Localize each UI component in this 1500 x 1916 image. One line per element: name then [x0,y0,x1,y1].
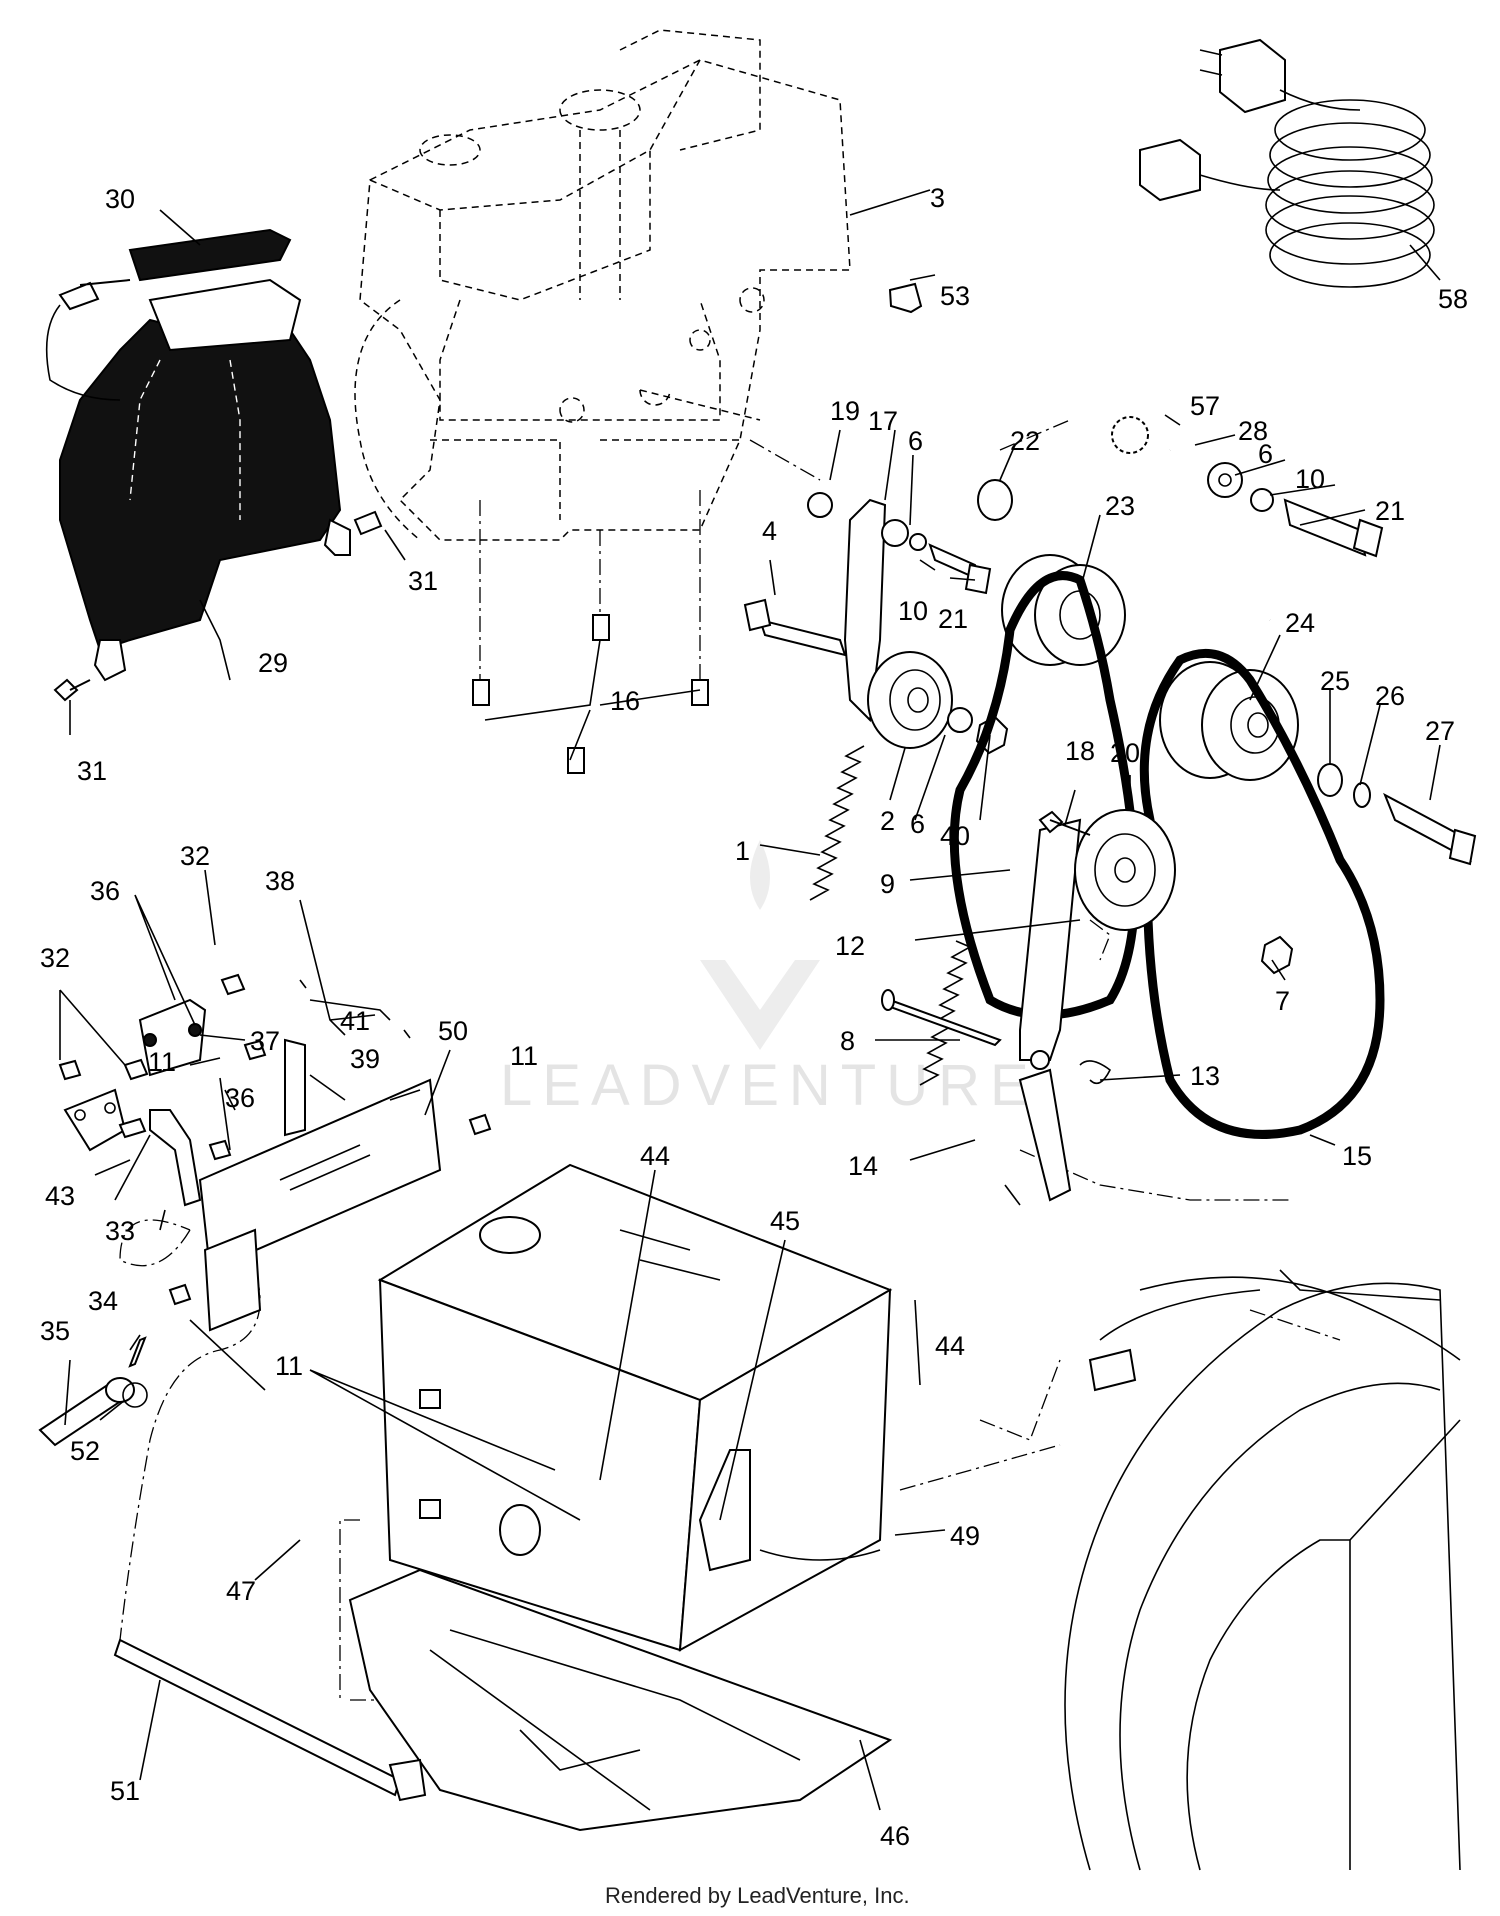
belt-9 [949,571,1140,1020]
bracket-37 [123,973,246,1081]
callout-44a: 44 [640,1141,670,1171]
pulley-23 [1001,554,1126,666]
callout-22: 22 [1010,426,1040,456]
hardware-24 [1317,763,1477,866]
callout-31b: 31 [77,756,107,786]
callout-14: 14 [848,1151,878,1181]
callout-13: 13 [1190,1061,1220,1091]
callout-30: 30 [105,184,135,214]
callout-7: 7 [1275,986,1290,1016]
linkage-35 [38,1336,148,1447]
leader-lines [59,189,1441,1811]
callout-49: 49 [950,1521,980,1551]
callout-41: 41 [340,1006,370,1036]
callout-39: 39 [350,1044,380,1074]
belt-cover [59,278,351,682]
callout-46: 46 [880,1821,910,1851]
bolts-16 [472,614,709,774]
callout-2: 2 [880,806,895,836]
callout-52: 52 [70,1436,100,1466]
frame [377,1163,893,1652]
callout-3: 3 [930,183,945,213]
idler-pulley [867,651,1009,755]
callout-16: 16 [610,686,640,716]
callout-6a: 6 [908,426,923,456]
pulley-24 [1159,661,1299,781]
rod-51 [113,1638,427,1802]
spring-1 [809,745,865,901]
callout-26: 26 [1375,681,1405,711]
callout-11a: 11 [148,1047,176,1077]
callout-1: 1 [735,836,750,866]
engine-outline [354,29,851,541]
callout-57: 57 [1190,391,1220,421]
callout-19: 19 [830,396,860,426]
callout-11b: 11 [510,1041,538,1071]
idler-arm [881,809,1294,1202]
callout-44b: 44 [935,1331,965,1361]
filter-lid [45,228,292,401]
bracket-33 [118,1109,232,1207]
callout-47: 47 [226,1576,256,1606]
callout-51: 51 [110,1776,140,1806]
callout-43: 43 [45,1181,75,1211]
extension-cord [1139,38,1435,288]
callout-23: 23 [1105,491,1135,521]
callout-10b: 10 [1295,464,1325,494]
callout-12: 12 [835,931,865,961]
callout-40: 40 [940,821,970,851]
callout-6b: 6 [910,809,925,839]
callout-24: 24 [1285,608,1315,638]
chute [348,1568,893,1832]
plate-50 [168,1078,492,1332]
callout-8: 8 [840,1026,855,1056]
callout-11c: 11 [275,1351,303,1381]
callout-35: 35 [40,1316,70,1346]
callout-58: 58 [1438,284,1468,314]
callout-28: 28 [1238,416,1268,446]
callout-10a: 10 [898,596,928,626]
spring-14 [919,940,1021,1206]
callout-37: 37 [250,1026,280,1056]
callout-33: 33 [105,1216,135,1246]
callout-31a: 31 [408,566,438,596]
rod-38 [299,979,411,1039]
callout-15: 15 [1342,1141,1372,1171]
hardware-upper-right [1207,462,1384,558]
callout-32b: 32 [40,943,70,973]
callout-38: 38 [265,866,295,896]
footer-credit: Rendered by LeadVenture, Inc. [605,1883,910,1908]
callout-20: 20 [1110,738,1140,768]
callout-27: 27 [1425,716,1455,746]
callout-9: 9 [880,869,895,899]
callout-4: 4 [762,516,777,546]
callout-17: 17 [868,406,898,436]
watermark-text: LEADVENTURE [500,1053,1039,1118]
callout-18: 18 [1065,736,1095,766]
bracket-39 [243,1038,306,1137]
callout-6c: 6 [1258,439,1273,469]
callout-36b: 36 [225,1083,255,1113]
watermark: LEADVENTURE [500,840,1039,1118]
callout-45: 45 [770,1206,800,1236]
callout-21b: 21 [1375,496,1405,526]
bracket-43 [58,1059,127,1152]
auger-housing [1064,1269,1461,1871]
callout-25: 25 [1320,666,1350,696]
callout-labels: 1 2 3 4 6 6 6 7 8 9 10 10 11 11 11 12 13… [40,183,1468,1851]
callout-29: 29 [258,648,288,678]
callout-21a: 21 [938,604,968,634]
callout-36a: 36 [90,876,120,906]
key [888,282,923,314]
callout-32a: 32 [180,841,210,871]
callout-34: 34 [88,1286,118,1316]
gear-and-rod [1111,416,1272,621]
callout-53: 53 [940,281,970,311]
bolts-31 [53,510,383,702]
callout-50: 50 [438,1016,468,1046]
